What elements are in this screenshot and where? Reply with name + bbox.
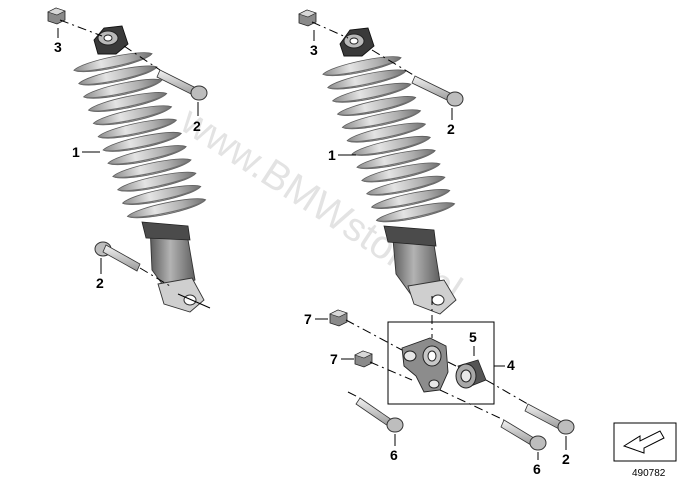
bolt-6-left xyxy=(347,391,404,433)
callout-right-4: 4 xyxy=(507,357,515,373)
right-bolt-lower-2 xyxy=(524,403,575,435)
callout-right-5: 5 xyxy=(469,329,477,345)
callout-right-7-top: 7 xyxy=(304,311,312,327)
right-shock-absorber xyxy=(321,27,457,338)
callout-left-2-top: 2 xyxy=(193,118,201,134)
callout-right-2-bottom: 2 xyxy=(562,451,570,467)
callouts: 3 2 1 2 3 2 1 5 4 7 7 6 6 2 xyxy=(54,28,570,477)
left-bolt-upper-2 xyxy=(123,45,208,101)
reference-number: 490782 xyxy=(632,468,666,479)
left-shock-absorber xyxy=(72,25,211,313)
right-bolt-upper-2 xyxy=(371,49,464,107)
callout-right-7-bottom: 7 xyxy=(330,351,338,367)
bracket-assembly-4 xyxy=(387,321,553,419)
callout-right-3: 3 xyxy=(310,42,318,58)
callout-right-6-left: 6 xyxy=(390,447,398,463)
bolt-6-right xyxy=(439,389,547,451)
left-nut-3 xyxy=(47,7,103,37)
nut-7-upper xyxy=(329,309,403,351)
callout-right-1: 1 xyxy=(328,147,336,163)
bracket-5 xyxy=(401,337,449,393)
callout-left-3: 3 xyxy=(54,39,62,55)
callout-right-2-top: 2 xyxy=(447,121,455,137)
bushing xyxy=(455,359,487,389)
callout-left-2-bottom: 2 xyxy=(96,275,104,291)
right-nut-3 xyxy=(298,9,349,39)
nut-7-lower xyxy=(354,350,413,381)
callout-right-6-right: 6 xyxy=(533,461,541,477)
arrow-frame-icon xyxy=(613,422,677,462)
left-bolt-lower-2 xyxy=(94,241,171,287)
callout-left-1: 1 xyxy=(72,144,80,160)
